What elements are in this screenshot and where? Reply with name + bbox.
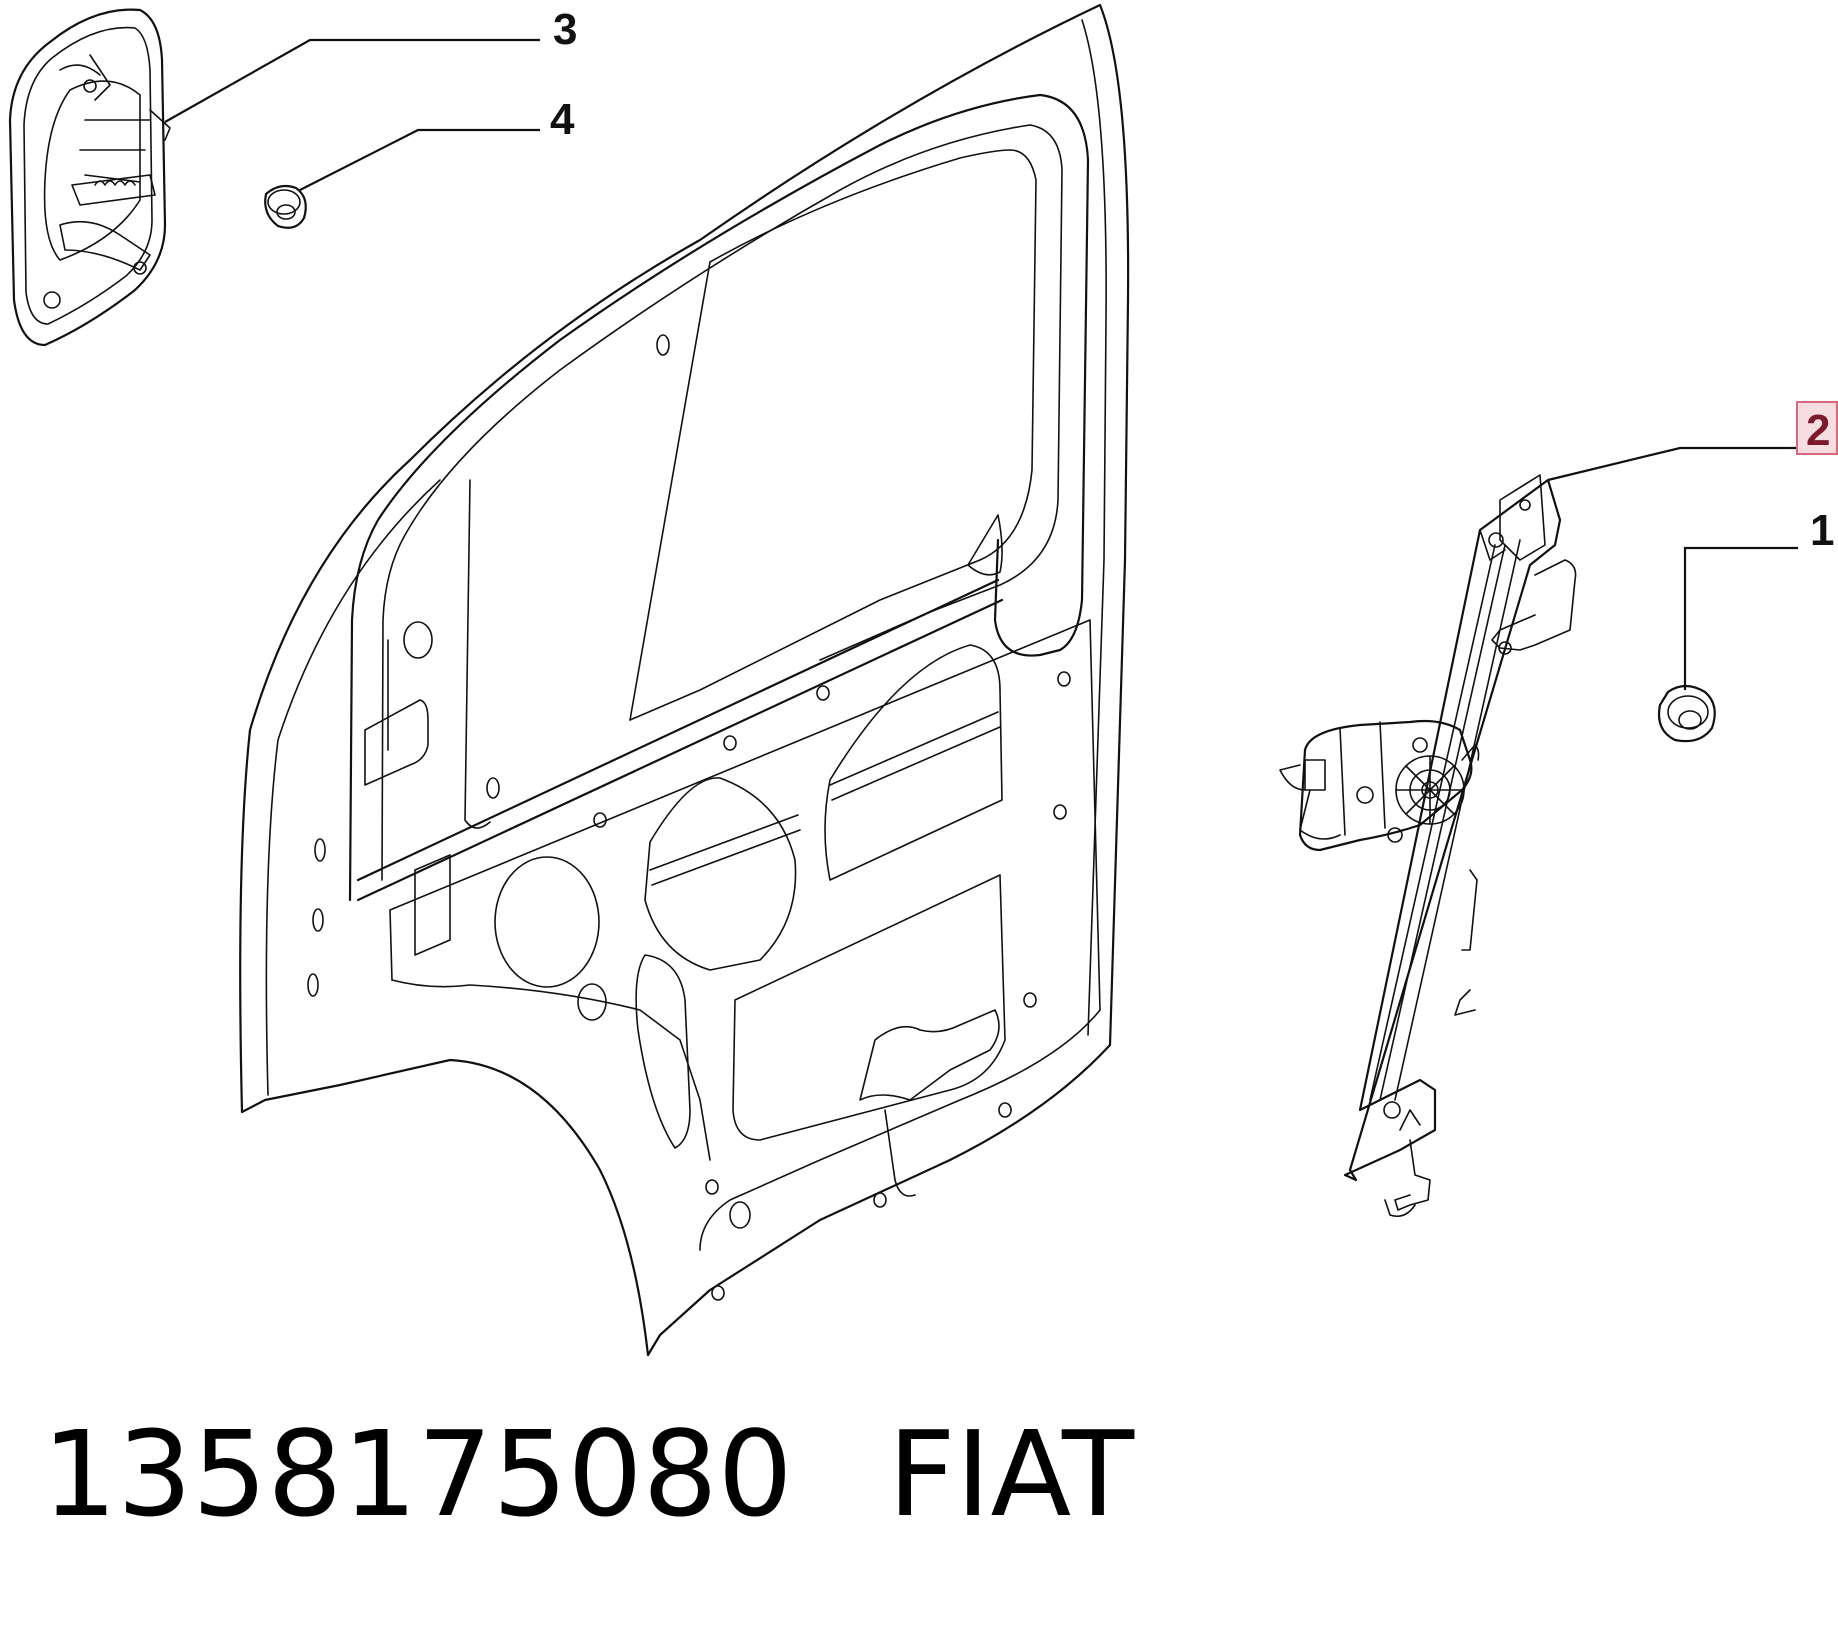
callout-3: 3 bbox=[553, 5, 577, 54]
part-number: 1358175080 bbox=[42, 1405, 793, 1543]
window-regulator bbox=[1279, 474, 1577, 1218]
brand-label: FIAT bbox=[887, 1405, 1135, 1543]
door-panel bbox=[239, 3, 1130, 1357]
callout-4: 4 bbox=[550, 95, 575, 144]
callout-1: 1 bbox=[1810, 506, 1834, 555]
clip-nut-small bbox=[264, 184, 307, 229]
door-handle-bracket bbox=[8, 8, 171, 347]
leader-lines bbox=[164, 38, 1798, 690]
callout-2: 2 bbox=[1806, 406, 1830, 455]
clip-nut-large bbox=[1657, 684, 1716, 743]
callout-2-highlight bbox=[1796, 401, 1838, 455]
